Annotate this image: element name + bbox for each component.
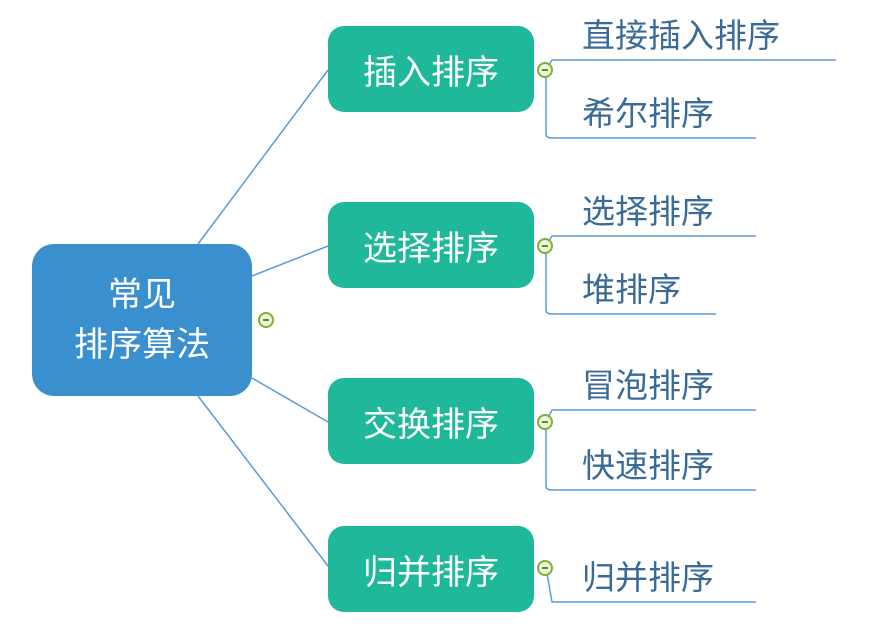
root-node[interactable]: 常见 排序算法 [32,244,252,396]
category-node-selection[interactable]: 选择排序 [328,202,534,288]
leaf-node[interactable]: 冒泡排序 [582,366,714,405]
category-node-insertion[interactable]: 插入排序 [328,26,534,112]
leaf-node[interactable]: 堆排序 [582,270,681,309]
root-connector-3 [251,377,329,423]
category-collapse-icon[interactable] [537,62,553,78]
root-collapse-icon[interactable] [258,312,274,328]
cat1-leaf-connector-1 [545,59,836,71]
cat1-leaf-connector-2 [545,70,756,139]
leaf-node[interactable]: 归并排序 [582,558,714,597]
leaf-node[interactable]: 希尔排序 [582,94,714,133]
category-collapse-icon[interactable] [537,238,553,254]
cat4-leaf-connector-1 [545,567,756,603]
leaf-node[interactable]: 快速排序 [582,446,714,485]
cat3-leaf-connector-2 [545,422,756,491]
root-connector-2 [251,245,329,277]
category-node-merge[interactable]: 归并排序 [328,526,534,612]
category-label: 归并排序 [363,552,499,593]
root-title-line2: 排序算法 [74,325,210,365]
leaf-node[interactable]: 选择排序 [582,192,714,231]
cat2-leaf-connector-2 [545,246,716,315]
leaf-node[interactable]: 直接插入排序 [582,16,780,55]
root-title-line1: 常见 [108,275,176,315]
root-connector-1 [197,69,329,245]
cat3-leaf-connector-1 [545,409,756,423]
category-label: 插入排序 [363,52,499,93]
category-label: 选择排序 [363,228,499,269]
root-connector-4 [197,395,329,567]
category-collapse-icon[interactable] [537,414,553,430]
cat2-leaf-connector-1 [545,235,756,247]
category-node-exchange[interactable]: 交换排序 [328,378,534,464]
category-label: 交换排序 [363,404,499,445]
category-collapse-icon[interactable] [537,560,553,576]
